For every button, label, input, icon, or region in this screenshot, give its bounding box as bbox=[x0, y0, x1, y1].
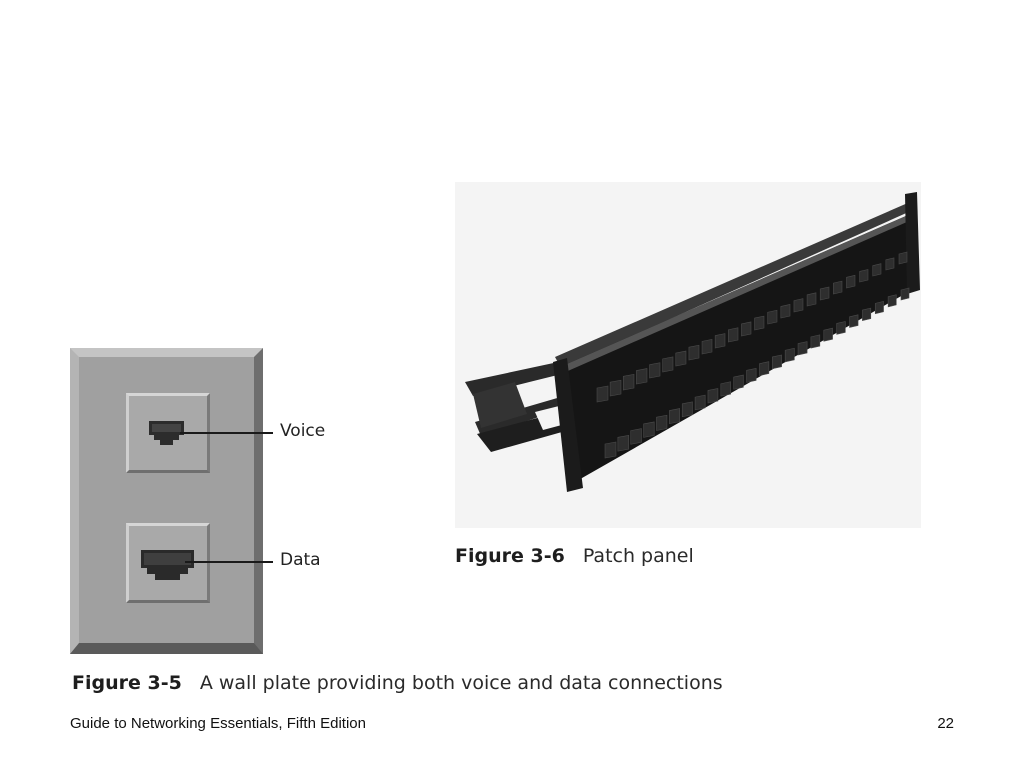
patch-panel-ports bbox=[596, 251, 910, 459]
voice-callout: Voice bbox=[280, 421, 326, 441]
patch-port bbox=[754, 315, 765, 331]
patch-port bbox=[662, 356, 674, 373]
patch-port bbox=[759, 361, 770, 376]
patch-port bbox=[688, 344, 700, 361]
figure-3-6-number: Figure 3-6 bbox=[455, 545, 565, 567]
patch-port bbox=[746, 367, 757, 383]
patch-port bbox=[643, 421, 655, 438]
patch-port bbox=[767, 309, 778, 325]
patch-port bbox=[846, 274, 856, 289]
patch-port bbox=[819, 286, 830, 301]
patch-port bbox=[720, 381, 731, 397]
patch-port bbox=[859, 269, 869, 283]
patch-port bbox=[604, 441, 617, 459]
patch-port bbox=[862, 307, 872, 321]
patch-port bbox=[630, 428, 642, 445]
patch-port bbox=[675, 350, 687, 367]
patch-port bbox=[609, 379, 622, 397]
patch-port bbox=[793, 298, 804, 313]
patch-port bbox=[669, 408, 680, 425]
patch-port bbox=[849, 314, 859, 328]
patch-port bbox=[733, 374, 744, 390]
patch-port bbox=[741, 321, 752, 337]
figure-3-6-text: Patch panel bbox=[582, 545, 694, 567]
patch-panel-figure bbox=[455, 182, 921, 528]
footer-book-title: Guide to Networking Essentials, Fifth Ed… bbox=[70, 715, 366, 732]
patch-port bbox=[649, 362, 661, 379]
patch-port bbox=[806, 292, 817, 307]
patch-port bbox=[728, 327, 739, 343]
figure-3-5-caption: Figure 3-5 A wall plate providing both vo… bbox=[72, 672, 723, 694]
patch-port bbox=[656, 414, 668, 431]
voice-leader-line bbox=[180, 432, 273, 434]
patch-port bbox=[900, 287, 910, 301]
patch-port bbox=[780, 304, 791, 319]
patch-port bbox=[823, 327, 833, 342]
patch-port bbox=[874, 301, 884, 315]
figure-3-6-caption: Figure 3-6 Patch panel bbox=[455, 545, 694, 567]
patch-port bbox=[596, 385, 609, 403]
patch-port bbox=[707, 388, 719, 404]
patch-port bbox=[784, 347, 795, 363]
patch-port bbox=[887, 294, 897, 308]
patch-port bbox=[872, 263, 882, 277]
patch-port bbox=[885, 257, 895, 271]
figure-3-5-number: Figure 3-5 bbox=[72, 672, 182, 694]
patch-port bbox=[772, 354, 782, 370]
patch-port bbox=[898, 251, 908, 265]
patch-panel-image bbox=[465, 192, 920, 492]
patch-port bbox=[714, 333, 726, 349]
page-number: 22 bbox=[937, 715, 954, 732]
patch-port bbox=[694, 394, 706, 411]
patch-port bbox=[810, 334, 821, 349]
data-jack-icon bbox=[141, 550, 194, 580]
data-leader-line bbox=[185, 561, 273, 563]
wall-plate-figure: Voice Data bbox=[70, 348, 410, 654]
patch-port bbox=[833, 280, 843, 295]
patch-port bbox=[701, 339, 713, 355]
wall-plate bbox=[70, 348, 263, 654]
patch-port bbox=[636, 368, 648, 385]
data-callout: Data bbox=[280, 550, 321, 570]
patch-port bbox=[797, 341, 808, 356]
patch-port bbox=[617, 434, 630, 452]
patch-port bbox=[622, 373, 635, 391]
voice-jack-icon bbox=[149, 421, 184, 445]
patch-port bbox=[681, 401, 693, 418]
data-jack-frame bbox=[126, 523, 210, 603]
patch-port bbox=[836, 321, 846, 335]
figure-3-5-text: A wall plate providing both voice and da… bbox=[199, 672, 723, 694]
